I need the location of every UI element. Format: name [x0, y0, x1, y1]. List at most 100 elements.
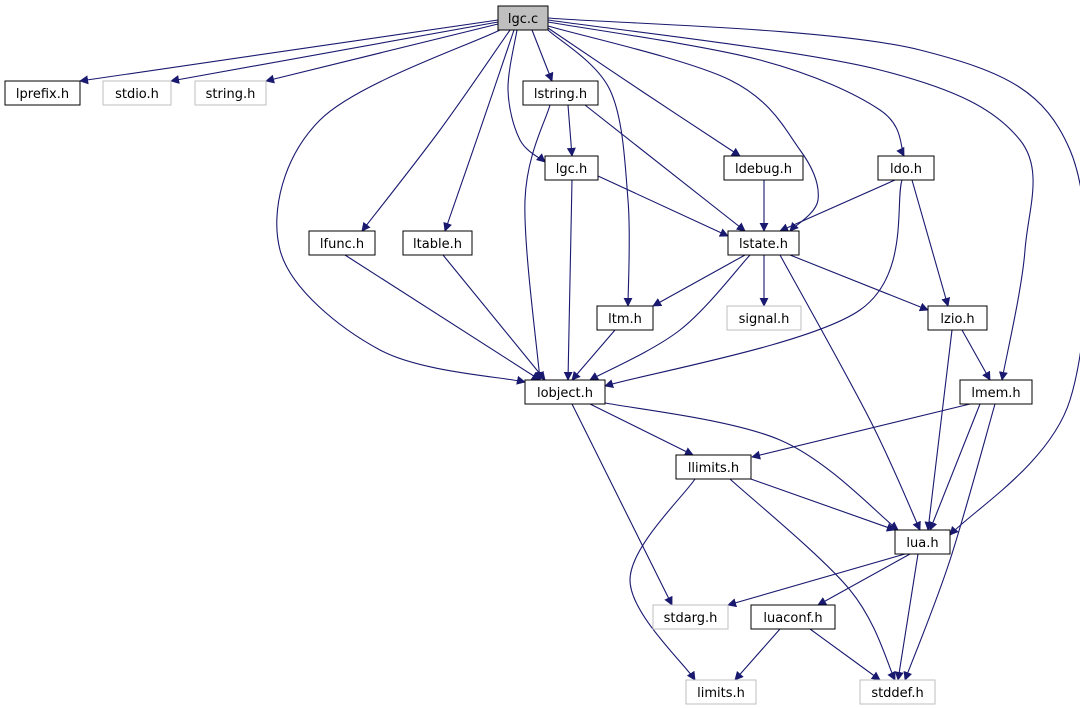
edge-lmem-h-to-lua-h	[928, 403, 981, 531]
node-label: ltable.h	[413, 237, 462, 252]
edge-lobject-h-to-stdarg-h	[571, 403, 673, 606]
edge-lgc-c-to-lua-h	[547, 17, 1080, 536]
edge-lstring-h-to-lgc-h	[566, 104, 576, 157]
node-box	[596, 305, 654, 331]
node-limits-h: limits.h	[685, 679, 757, 705]
node-lstring-h[interactable]: lstring.h	[522, 80, 599, 106]
edge-lstate-h-to-lua-h	[779, 254, 921, 531]
edge-lzio-h-to-lua-h	[924, 329, 953, 531]
edge-lgc-h-to-lstate-h	[597, 175, 729, 237]
edge-llimits-h-to-stddef-h	[729, 478, 896, 681]
node-lua-h[interactable]: lua.h	[894, 529, 951, 555]
node-box	[544, 155, 599, 181]
node-label: lua.h	[906, 536, 938, 551]
node-label: llimits.h	[688, 461, 739, 476]
node-box	[497, 5, 549, 31]
edge-ltable-h-to-lobject-h	[442, 254, 546, 381]
node-llimits-h[interactable]: llimits.h	[675, 454, 752, 480]
edge-lgc-c-to-lobject-h	[276, 29, 526, 385]
node-lfunc-h[interactable]: lfunc.h	[308, 230, 376, 256]
edges-layer	[79, 17, 1080, 681]
node-box	[102, 80, 172, 106]
edge-lstate-h-to-ltm-h	[652, 254, 746, 307]
node-lstate-h[interactable]: lstate.h	[727, 230, 800, 256]
node-label: string.h	[206, 87, 256, 102]
node-box	[894, 529, 951, 555]
node-box	[652, 604, 729, 630]
node-lgc-c[interactable]: lgc.c	[497, 5, 549, 31]
edge-ldo-h-to-lobject-h	[604, 179, 903, 388]
edge-lua-h-to-stdarg-h	[727, 553, 906, 608]
node-label: lzio.h	[940, 312, 974, 327]
node-stdarg-h: stdarg.h	[652, 604, 729, 630]
edge-lobject-h-to-llimits-h	[589, 403, 694, 456]
node-luaconf-h[interactable]: luaconf.h	[750, 604, 836, 630]
node-label: signal.h	[739, 312, 790, 327]
edge-luaconf-h-to-limits-h	[734, 628, 781, 681]
edge-lgc-c-to-ldo-h	[547, 21, 905, 157]
node-label: ldo.h	[890, 162, 922, 177]
node-label: lgc.h	[556, 162, 587, 177]
edge-lobject-h-to-lua-h	[599, 401, 899, 531]
node-lobject-h[interactable]: lobject.h	[524, 379, 606, 405]
node-lgc-h[interactable]: lgc.h	[544, 155, 599, 181]
node-lmem-h[interactable]: lmem.h	[959, 379, 1033, 405]
node-box	[726, 305, 802, 331]
edge-lgc-c-to-string-h	[265, 23, 499, 84]
node-label: lgc.c	[508, 12, 538, 27]
node-label: ltm.h	[608, 312, 642, 327]
edge-lgc-c-to-lstate-h	[547, 25, 819, 232]
edge-lgc-c-to-ltable-h	[443, 29, 515, 232]
edge-lzio-h-to-lmem-h	[961, 329, 991, 381]
edge-lgc-c-to-lstring-h	[531, 29, 554, 82]
node-label: lstring.h	[534, 87, 587, 102]
node-label: lobject.h	[537, 386, 593, 401]
edge-lgc-c-to-ldebug-h	[547, 27, 741, 157]
edge-lstate-h-to-lobject-h	[589, 254, 751, 381]
node-signal-h: signal.h	[726, 305, 802, 331]
edge-llimits-h-to-lua-h	[747, 477, 896, 532]
edge-lstate-h-to-lzio-h	[789, 254, 929, 312]
node-box	[524, 379, 606, 405]
edge-lgc-c-to-stdio-h	[170, 21, 499, 84]
node-box	[685, 679, 757, 705]
node-label: stdio.h	[115, 87, 159, 102]
node-label: lstate.h	[739, 237, 788, 252]
node-ltable-h[interactable]: ltable.h	[402, 230, 473, 256]
node-ldo-h[interactable]: ldo.h	[877, 155, 935, 181]
node-stddef-h: stddef.h	[859, 679, 936, 705]
edge-ldo-h-to-lstate-h	[779, 179, 896, 232]
node-label: ldebug.h	[735, 162, 792, 177]
edge-lgc-c-to-lprefix-h	[79, 19, 499, 85]
node-box	[959, 379, 1033, 405]
node-ldebug-h[interactable]: ldebug.h	[723, 155, 804, 181]
node-lprefix-h[interactable]: lprefix.h	[4, 80, 81, 106]
node-box	[308, 230, 376, 256]
node-stdio-h: stdio.h	[102, 80, 172, 106]
node-ltm-h[interactable]: ltm.h	[596, 305, 654, 331]
node-box	[859, 679, 936, 705]
node-label: lmem.h	[971, 386, 1020, 401]
edge-lgc-c-to-lgc-h	[507, 29, 546, 163]
edge-lgc-h-to-lobject-h	[563, 179, 573, 381]
node-box	[877, 155, 935, 181]
node-box	[727, 230, 800, 256]
edge-lfunc-h-to-lobject-h	[344, 254, 541, 381]
edge-lua-h-to-luaconf-h	[817, 553, 911, 606]
edge-ldo-h-to-lzio-h	[911, 179, 951, 307]
edge-lmem-h-to-stddef-h	[903, 403, 996, 681]
edge-lstring-h-to-lobject-h	[524, 104, 551, 381]
edge-lua-h-to-stddef-h	[894, 553, 919, 681]
node-label: luaconf.h	[763, 611, 822, 626]
edge-lgc-c-to-lfunc-h	[361, 29, 511, 232]
node-lzio-h[interactable]: lzio.h	[927, 305, 988, 331]
edge-lmem-h-to-llimits-h	[751, 403, 971, 460]
node-label: stdarg.h	[664, 611, 718, 626]
node-box	[522, 80, 599, 106]
node-label: stddef.h	[871, 686, 923, 701]
edge-lstring-h-to-lstate-h	[584, 104, 746, 232]
node-box	[4, 80, 81, 106]
node-box	[194, 80, 267, 106]
node-label: limits.h	[697, 686, 745, 701]
